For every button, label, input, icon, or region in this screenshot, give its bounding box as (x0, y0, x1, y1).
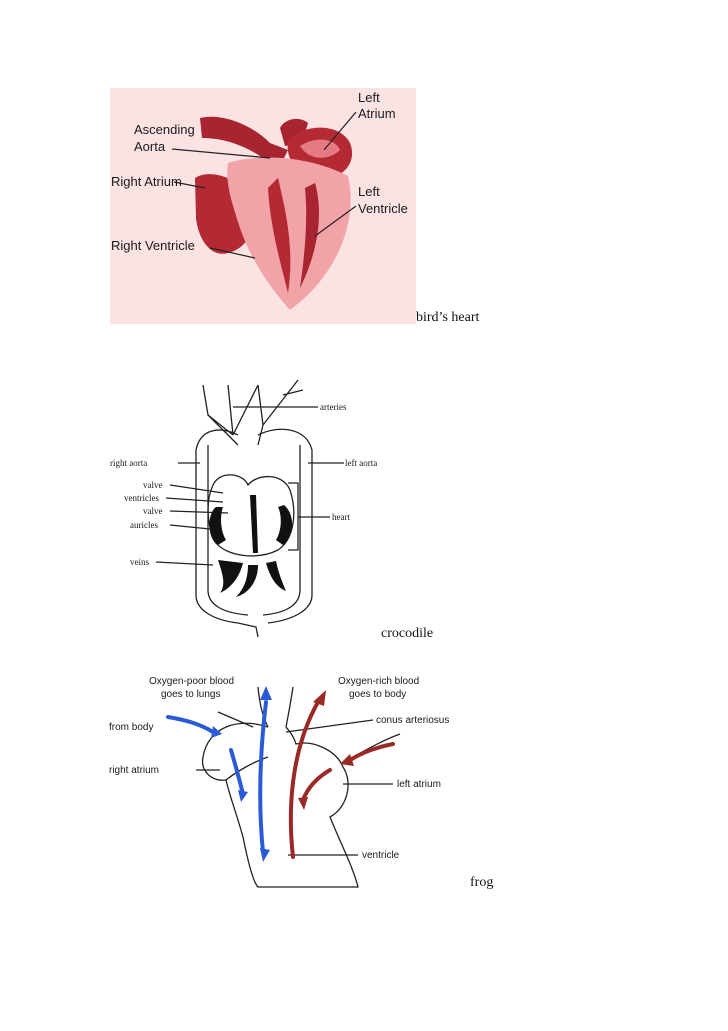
croc-label-auricles: auricles (130, 520, 158, 530)
frog-label-ventricle: ventricle (362, 850, 400, 861)
frog-label-from-body: from body (109, 722, 153, 733)
bird-label-ascending-aorta-1: Ascending (134, 122, 195, 137)
frog-label-conus: conus arteriosus (376, 715, 449, 726)
bird-label-right-atrium: Right Atrium (111, 174, 182, 189)
frog-heart-illustration: Oxygen-poor blood goes to lungs Oxygen-r… (109, 676, 449, 888)
bird-label-left-atrium-1: Left (358, 90, 380, 105)
frog-heart-figure: Oxygen-poor blood goes to lungs Oxygen-r… (108, 672, 468, 894)
bird-label-ascending-aorta-2: Aorta (134, 139, 166, 154)
croc-label-valve-top: valve (143, 480, 163, 490)
bird-label-right-ventricle: Right Ventricle (111, 238, 195, 253)
croc-label-valve-bottom: valve (143, 506, 163, 516)
crocodile-heart-figure: arteries right aorta left aorta valve ve… (108, 365, 388, 640)
bird-heart-figure: Left Atrium Ascending Aorta Right Atrium… (110, 88, 416, 324)
croc-label-arteries: arteries (320, 402, 347, 412)
bird-label-left-ventricle-2: Ventricle (358, 201, 408, 216)
frog-caption: frog (470, 875, 494, 890)
croc-label-heart: heart (332, 512, 350, 522)
crocodile-caption: crocodile (381, 626, 434, 641)
croc-label-left-aorta: left aorta (345, 458, 377, 468)
bird-heart-illustration: Left Atrium Ascending Aorta Right Atrium… (110, 88, 416, 324)
frog-label-oxygen-rich-2: goes to body (349, 689, 406, 700)
frog-label-right-atrium: right atrium (109, 765, 159, 776)
frog-label-left-atrium: left atrium (397, 779, 441, 790)
crocodile-heart-illustration: arteries right aorta left aorta valve ve… (110, 379, 377, 638)
frog-label-oxygen-poor-2: goes to lungs (161, 689, 221, 700)
bird-caption: bird’s heart (416, 310, 480, 325)
frog-label-oxygen-poor-1: Oxygen-poor blood (149, 676, 234, 687)
bird-label-left-ventricle-1: Left (358, 184, 380, 199)
croc-label-ventricles: ventricles (124, 493, 159, 503)
croc-label-veins: veins (130, 557, 149, 567)
bird-label-left-atrium-2: Atrium (358, 106, 396, 121)
frog-label-oxygen-rich-1: Oxygen-rich blood (338, 676, 419, 687)
croc-label-right-aorta: right aorta (110, 458, 147, 468)
